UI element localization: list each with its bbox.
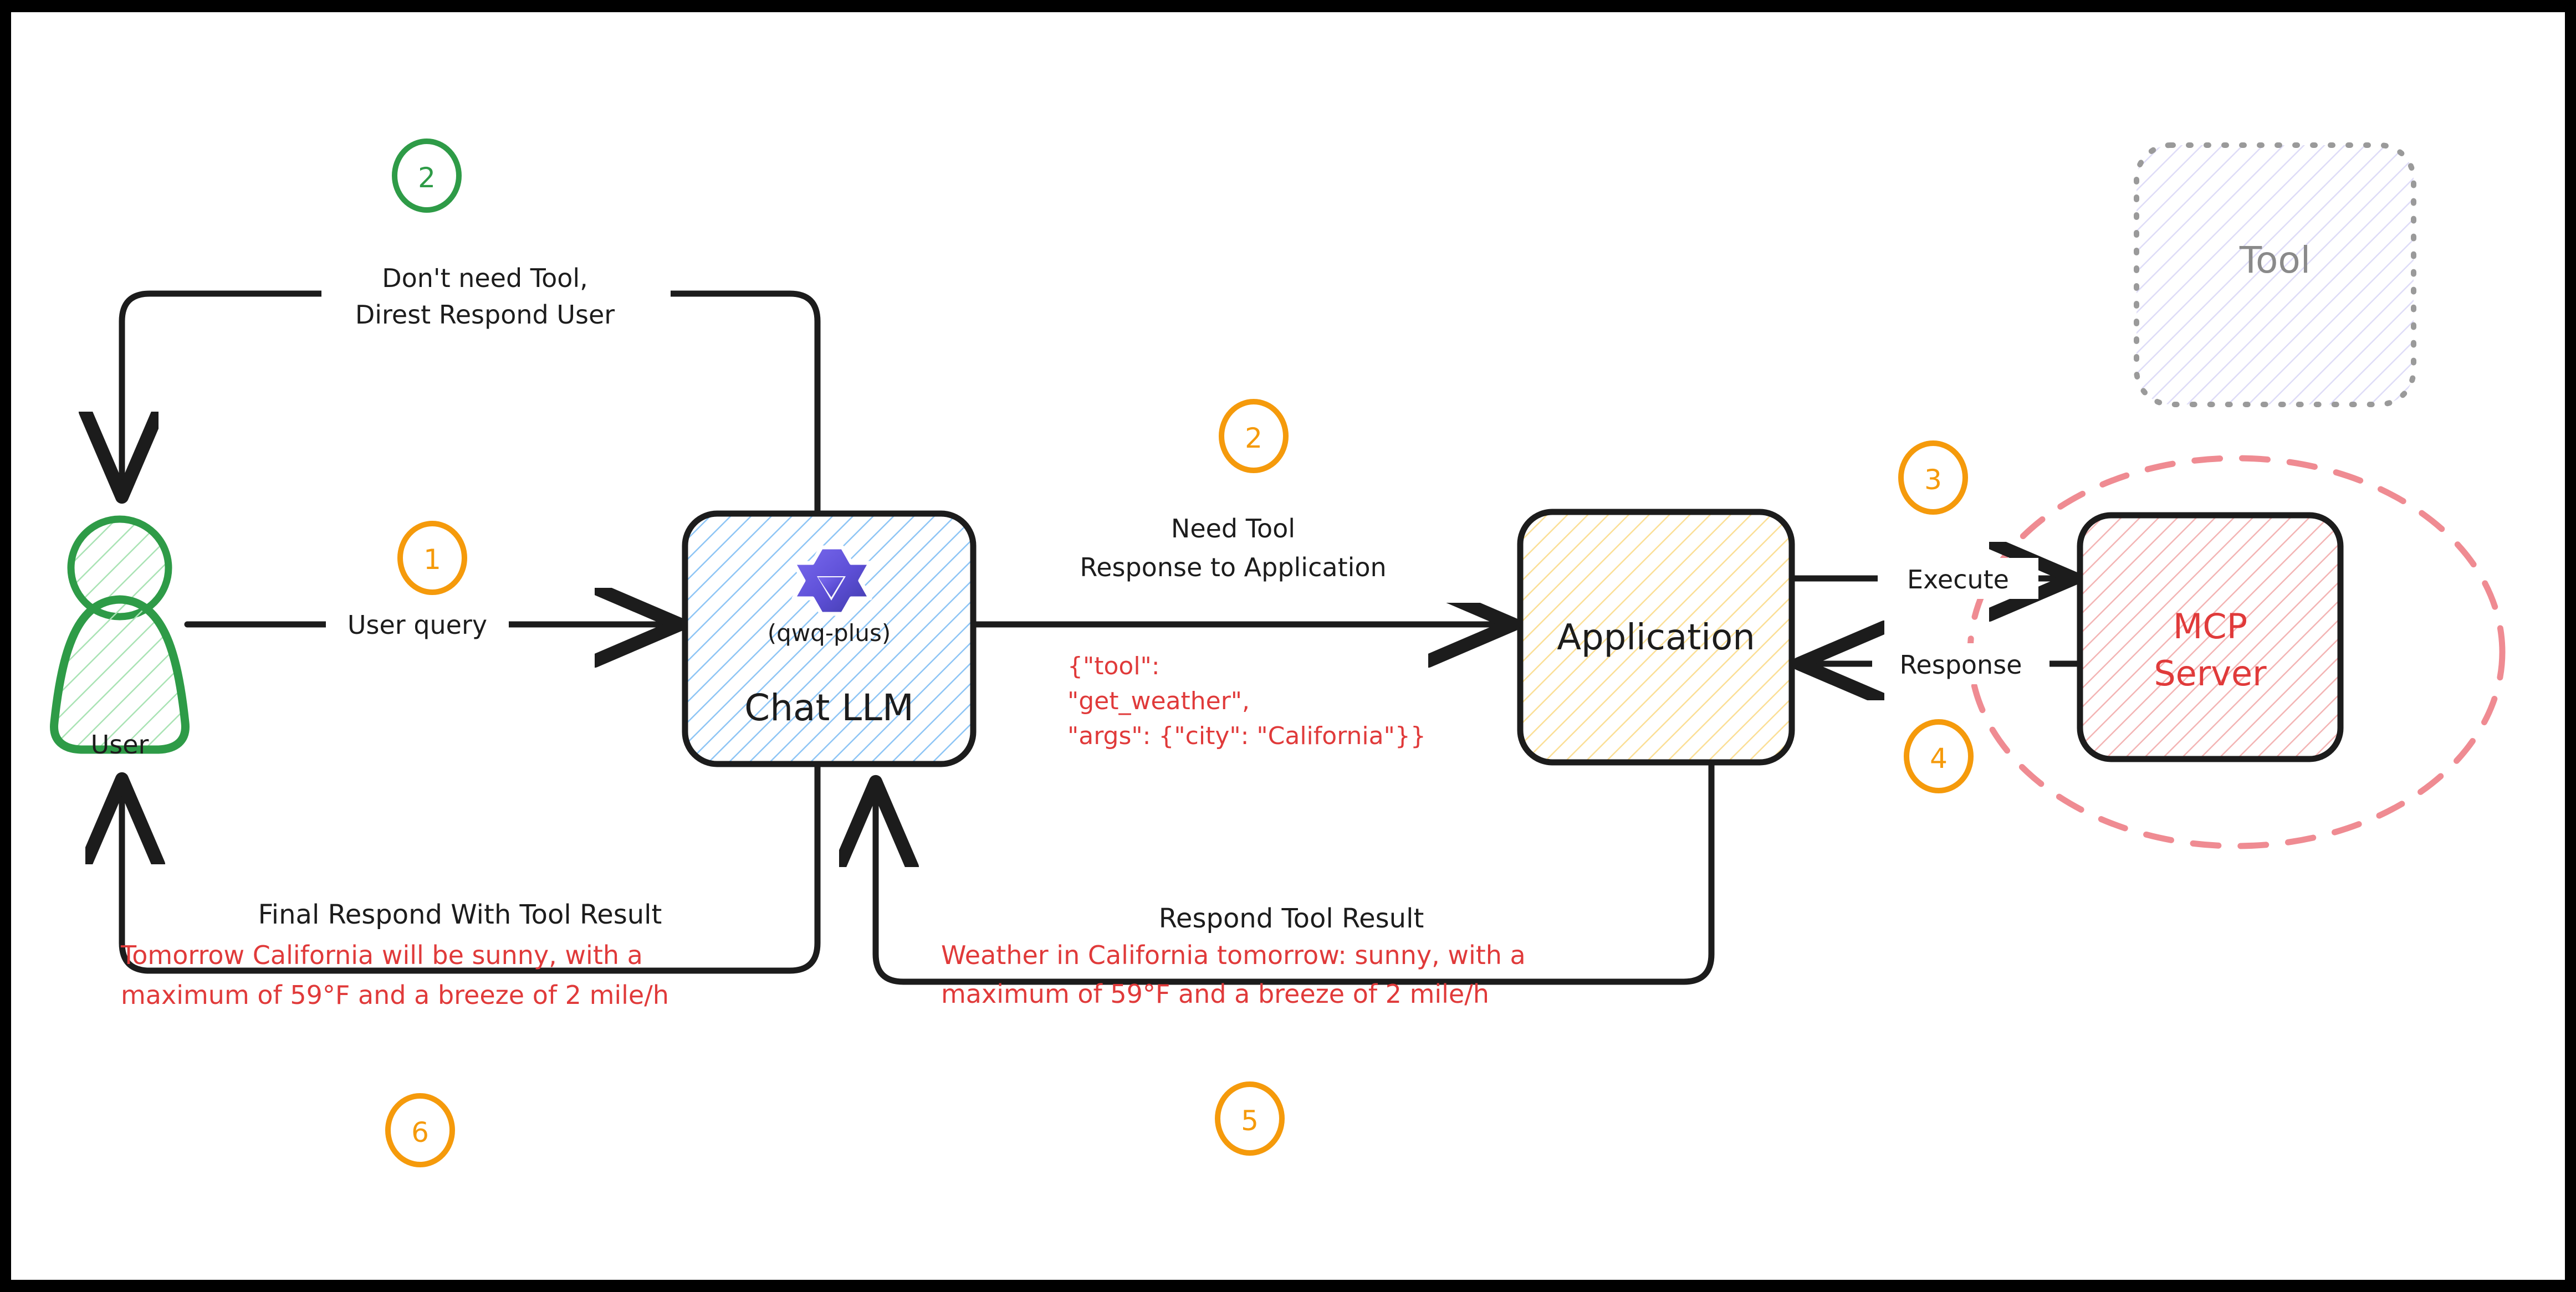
badge-2-green-number: 2 <box>418 162 436 194</box>
execute-label: Execute <box>1907 565 2009 594</box>
badge-4-number: 4 <box>1930 742 1948 775</box>
tool-label: Tool <box>2239 239 2311 281</box>
tool-json-line2: "get_weather", <box>1067 687 1250 715</box>
edge-need-tool: Need Tool Response to Application <box>973 509 1507 624</box>
badge-4[interactable]: 4 <box>1904 719 1974 793</box>
mcp-server-line1: MCP <box>2173 606 2247 647</box>
diagram-canvas: User (qwq-plus) Chat LLM Application Too… <box>11 12 2565 1280</box>
annotation-final-answer: Tomorrow California will be sunny, with … <box>120 940 669 1010</box>
badge-3-number: 3 <box>1924 464 1942 496</box>
need-tool-line1: Need Tool <box>1171 514 1295 544</box>
edge-response: Response <box>1805 643 2083 684</box>
dont-need-tool-line1: Don't need Tool, <box>382 263 588 293</box>
dont-need-tool-line2: Direst Respond User <box>355 300 615 330</box>
badge-5[interactable]: 5 <box>1215 1081 1285 1156</box>
node-user[interactable]: User <box>50 515 190 760</box>
final-answer-line2: maximum of 59°F and a breeze of 2 mile/h <box>121 980 669 1010</box>
annotation-tool-result: Weather in California tomorrow: sunny, w… <box>941 940 1526 1009</box>
badge-3[interactable]: 3 <box>1898 440 1968 515</box>
tool-json-line1: {"tool": <box>1067 652 1160 680</box>
badge-1-number: 1 <box>423 544 441 576</box>
edge-execute: Execute <box>1790 558 2068 599</box>
badge-2-orange-number: 2 <box>1245 422 1263 454</box>
node-tool[interactable]: Tool <box>2134 142 2416 407</box>
badge-5-number: 5 <box>1241 1105 1259 1137</box>
chat-llm-model-label: (qwq-plus) <box>768 619 891 647</box>
tool-result-line1: Weather in California tomorrow: sunny, w… <box>941 940 1526 970</box>
user-query-label: User query <box>347 610 487 640</box>
badge-2-orange[interactable]: 2 <box>1219 399 1289 473</box>
edge-respond-tool-result: Respond Tool Result <box>876 761 1715 985</box>
node-application[interactable]: Application <box>1517 509 1795 766</box>
user-label: User <box>91 730 149 760</box>
badge-6[interactable]: 6 <box>385 1093 455 1167</box>
qwen-logo-icon <box>791 545 872 616</box>
edge-user-query: User query <box>184 604 674 645</box>
badge-6-number: 6 <box>411 1116 429 1149</box>
edge-dont-need-tool: Don't need Tool, Direst Respond User <box>122 257 821 517</box>
mcp-server-line2: Server <box>2154 653 2267 694</box>
edge-final-respond: Final Respond With Tool Result <box>122 761 821 974</box>
application-label: Application <box>1557 617 1755 658</box>
final-respond-label: Final Respond With Tool Result <box>258 899 662 930</box>
need-tool-line2: Response to Application <box>1080 552 1386 582</box>
annotation-tool-call-json: {"tool": "get_weather", "args": {"city":… <box>1067 652 1426 750</box>
node-mcp-server[interactable]: MCP Server <box>2077 512 2344 762</box>
respond-tool-result-label: Respond Tool Result <box>1159 903 1424 934</box>
tool-result-line2: maximum of 59°F and a breeze of 2 mile/h <box>941 979 1489 1009</box>
badge-1[interactable]: 1 <box>397 521 467 595</box>
response-label: Response <box>1900 650 2022 680</box>
final-answer-line1: Tomorrow California will be sunny, with … <box>120 940 643 970</box>
node-chat-llm[interactable]: (qwq-plus) Chat LLM <box>682 510 977 767</box>
badge-2-green[interactable]: 2 <box>392 139 462 213</box>
flow-diagram-svg: User (qwq-plus) Chat LLM Application Too… <box>50 139 2506 1167</box>
tool-json-line3: "args": {"city": "California"}} <box>1067 722 1426 750</box>
chat-llm-label: Chat LLM <box>744 686 914 729</box>
